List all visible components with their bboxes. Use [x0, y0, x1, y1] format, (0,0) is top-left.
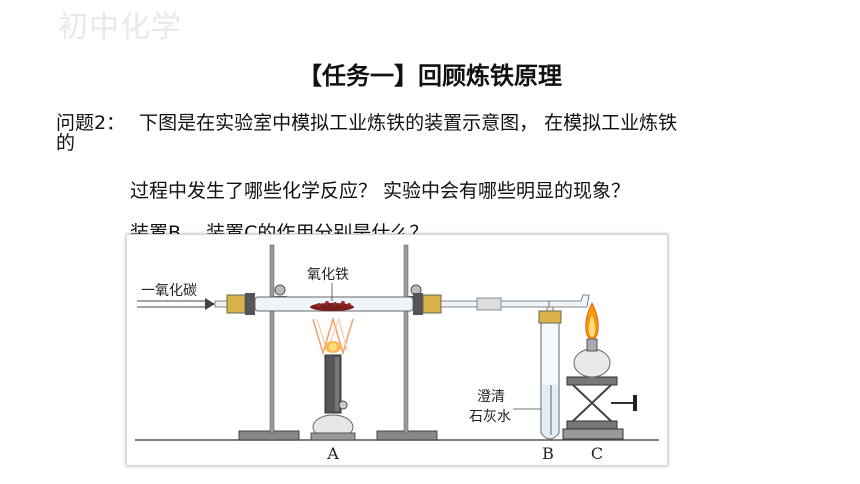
- question-line-1-wrap: 的: [56, 132, 76, 154]
- iron-stand-right: [376, 244, 438, 441]
- lab-jack: [562, 376, 637, 440]
- question-line-2: 过程中发生了哪些化学反应？ 实验中会有哪些明显的现象？: [130, 180, 631, 202]
- co-inlet-label: 一氧化碳: [141, 283, 197, 299]
- apparatus-figure: 一氧化碳 氧化铁: [126, 234, 668, 466]
- question-line-1: 问题2： 下图是在实验室中模拟工业炼铁的装置示意图， 在模拟工业炼铁: [56, 112, 836, 134]
- label-c: C: [591, 444, 603, 463]
- burner-flame: [312, 316, 354, 356]
- limewater-label-2: 石灰水: [469, 409, 511, 425]
- watermark-text: 初中化学: [58, 10, 182, 45]
- label-a: A: [326, 444, 339, 463]
- gas-inlet-arrow: [137, 298, 215, 310]
- clamp-right: [413, 293, 423, 315]
- stopper-left: [226, 294, 246, 314]
- iron-oxide-label: 氧化铁: [307, 267, 349, 283]
- question-text-1: 下图是在实验室中模拟工业炼铁的装置示意图， 在模拟工业炼铁: [139, 112, 678, 134]
- label-b: B: [542, 444, 554, 463]
- question-line-3: 装置B、 装置C的作用分别是什么？: [130, 222, 429, 236]
- limewater-label-1: 澄清: [477, 389, 505, 405]
- question-label: 问题2：: [56, 112, 126, 134]
- test-tube-b: [538, 310, 562, 440]
- iron-stand-left: [238, 244, 300, 441]
- alcohol-burner-c: [573, 302, 611, 378]
- page-title: 【任务一】回顾炼铁原理: [298, 62, 562, 90]
- iron-oxide-powder: [310, 301, 354, 311]
- alcohol-burner-a: [310, 354, 356, 441]
- clamp-left: [245, 293, 255, 315]
- apparatus-diagram: 一氧化碳 氧化铁: [135, 244, 659, 463]
- stopper-right: [422, 294, 442, 314]
